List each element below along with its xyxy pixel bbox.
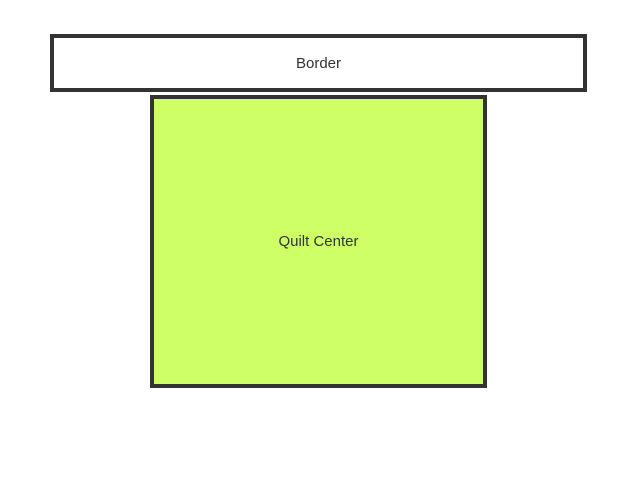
border-label: Border: [295, 54, 342, 72]
border-strip: Border: [50, 34, 587, 92]
quilt-center-label: Quilt Center: [278, 233, 359, 250]
quilt-center-block: Quilt Center: [150, 95, 487, 388]
